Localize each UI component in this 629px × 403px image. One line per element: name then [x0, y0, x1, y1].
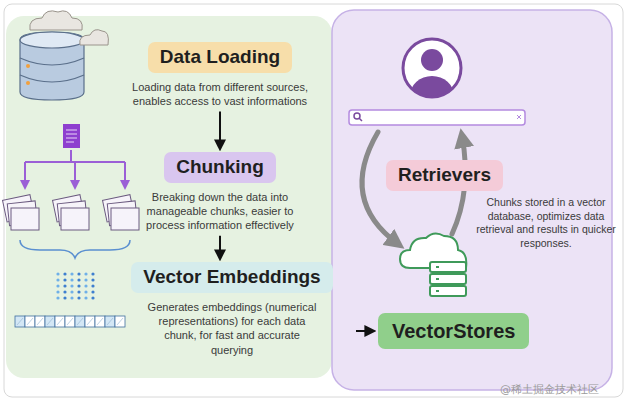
process-step: Vector EmbeddingsGenerates embeddings (n…	[112, 262, 352, 357]
vector-cell	[85, 316, 95, 327]
watermark: @稀土掘金技术社区	[500, 382, 599, 397]
chunk-sheet	[61, 208, 89, 230]
chunk-sheet	[111, 208, 139, 230]
dot	[77, 284, 80, 287]
dot	[63, 278, 66, 281]
cell-hatch	[27, 318, 33, 325]
dot	[56, 290, 59, 293]
cloud-server-icon	[400, 233, 466, 296]
vector-cell	[15, 316, 25, 327]
cell-hatch	[57, 318, 63, 325]
store-box: VectorStores	[378, 313, 529, 349]
dot	[63, 272, 66, 275]
step-description: Breaking down the data into manageable c…	[129, 190, 311, 233]
vector-cell	[45, 316, 55, 327]
step-title: Chunking	[164, 152, 276, 183]
dot	[77, 272, 80, 275]
cell-hatch	[37, 318, 43, 325]
vector-cell	[55, 316, 65, 327]
vector-cell	[35, 316, 45, 327]
dot	[77, 290, 80, 293]
step-title: Vector Embeddings	[131, 262, 332, 293]
cell-hatch	[87, 318, 93, 325]
step-title: Data Loading	[148, 42, 292, 73]
vector-cell	[25, 316, 35, 327]
flow-arrow	[356, 330, 374, 332]
vector-cell	[75, 316, 85, 327]
step-description: Generates embeddings (numerical represen…	[142, 300, 322, 357]
dot	[63, 290, 66, 293]
split-arrows	[25, 150, 125, 186]
dot	[91, 284, 94, 287]
cell-hatch	[117, 318, 123, 325]
dot	[77, 278, 80, 281]
vector-cell	[115, 316, 125, 327]
dot	[56, 284, 59, 287]
cell-hatch	[67, 318, 73, 325]
dot	[70, 296, 73, 299]
search-bar	[349, 110, 525, 125]
step-description: Chunks stored in a vector database, opti…	[472, 196, 620, 251]
vector-cell	[105, 316, 115, 327]
process-step: Data LoadingLoading data from different …	[125, 42, 315, 108]
dot	[70, 284, 73, 287]
dot	[91, 290, 94, 293]
dot	[84, 278, 87, 281]
dot	[84, 290, 87, 293]
embedding-dots	[56, 272, 94, 299]
user-icon	[403, 39, 461, 116]
dot	[84, 272, 87, 275]
bracket	[20, 240, 130, 258]
dot	[70, 272, 73, 275]
cell-hatch	[17, 318, 23, 325]
flow-arrow	[219, 111, 221, 149]
cell-hatch	[107, 318, 113, 325]
step-title: VectorStores	[378, 313, 529, 349]
dot	[84, 284, 87, 287]
dot	[56, 278, 59, 281]
dot	[63, 296, 66, 299]
chunk-piles	[3, 195, 139, 230]
cell-hatch	[77, 318, 83, 325]
dot	[91, 272, 94, 275]
flow-arrow	[219, 236, 221, 259]
chunk-sheet	[11, 208, 39, 230]
dot	[91, 296, 94, 299]
vector-cell	[65, 316, 75, 327]
frame	[4, 4, 623, 397]
database-icon	[20, 11, 108, 100]
document-icon	[63, 124, 80, 148]
dot	[91, 278, 94, 281]
dot	[63, 284, 66, 287]
step-title: Retrievers	[386, 160, 503, 191]
dot	[77, 296, 80, 299]
cell-hatch	[97, 318, 103, 325]
retriever-box: RetrieversChunks stored in a vector data…	[386, 160, 503, 191]
dot	[56, 272, 59, 275]
dot	[56, 296, 59, 299]
left-panel	[6, 16, 332, 378]
dot	[70, 278, 73, 281]
dot	[70, 290, 73, 293]
vector-row	[15, 316, 125, 327]
step-description: Loading data from different sources, ena…	[128, 80, 313, 109]
dot	[84, 296, 87, 299]
process-step: ChunkingBreaking down the data into mana…	[125, 152, 315, 233]
vector-cell	[95, 316, 105, 327]
cell-hatch	[47, 318, 53, 325]
